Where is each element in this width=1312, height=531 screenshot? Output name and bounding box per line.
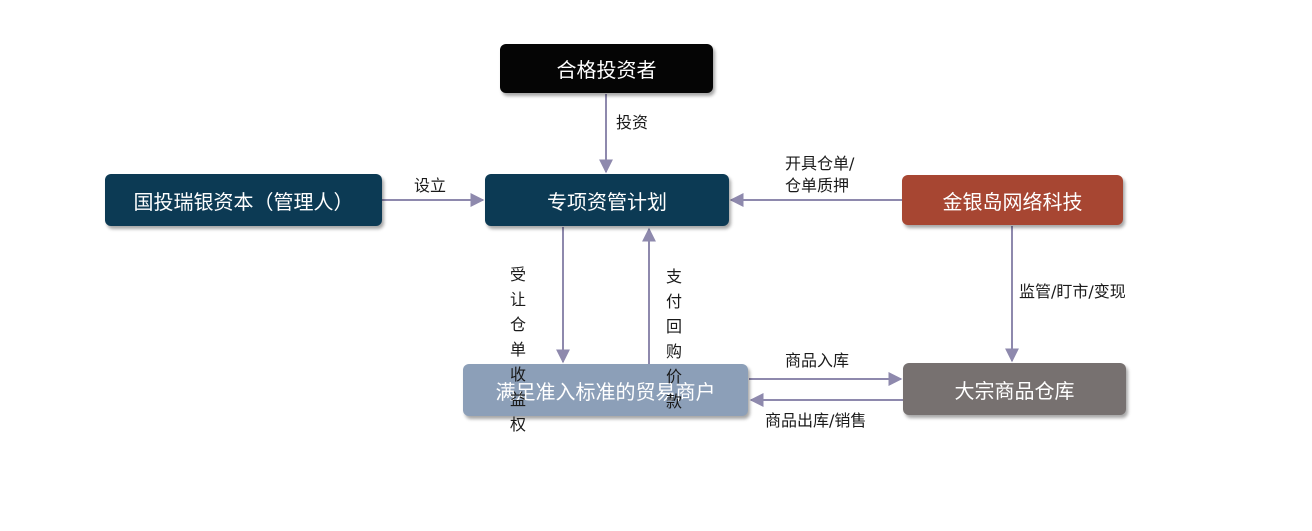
node-commodity-warehouse: 大宗商品仓库 [903, 363, 1126, 415]
edge-label-supervise: 监管/盯市/变现 [1019, 282, 1126, 301]
edge-label-goods-inbound: 商品入库 [785, 351, 850, 370]
edge-label-warehouse-receipt-line1: 开具仓单/ [785, 154, 855, 173]
node-manager: 国投瑞银资本（管理人） [105, 174, 382, 226]
node-network-technology: 金银岛网络科技 [902, 175, 1123, 225]
edge-label-transfer-receipt-rights: 受让仓单收益权 [509, 265, 526, 434]
edge-label-warehouse-receipt: 开具仓单/ 仓单质押 [785, 153, 854, 197]
edge-label-setup: 设立 [414, 176, 447, 195]
edge-label-warehouse-receipt-line2: 仓单质押 [785, 176, 850, 195]
node-qualified-investor: 合格投资者 [500, 44, 713, 93]
edge-label-pay-repurchase: 支付回购价款 [665, 267, 682, 411]
node-trade-merchant: 满足准入标准的贸易商户 [463, 364, 748, 416]
node-asset-management-plan: 专项资管计划 [485, 174, 729, 226]
edge-label-goods-outbound: 商品出库/销售 [765, 411, 867, 430]
edge-label-invest: 投资 [616, 113, 649, 132]
